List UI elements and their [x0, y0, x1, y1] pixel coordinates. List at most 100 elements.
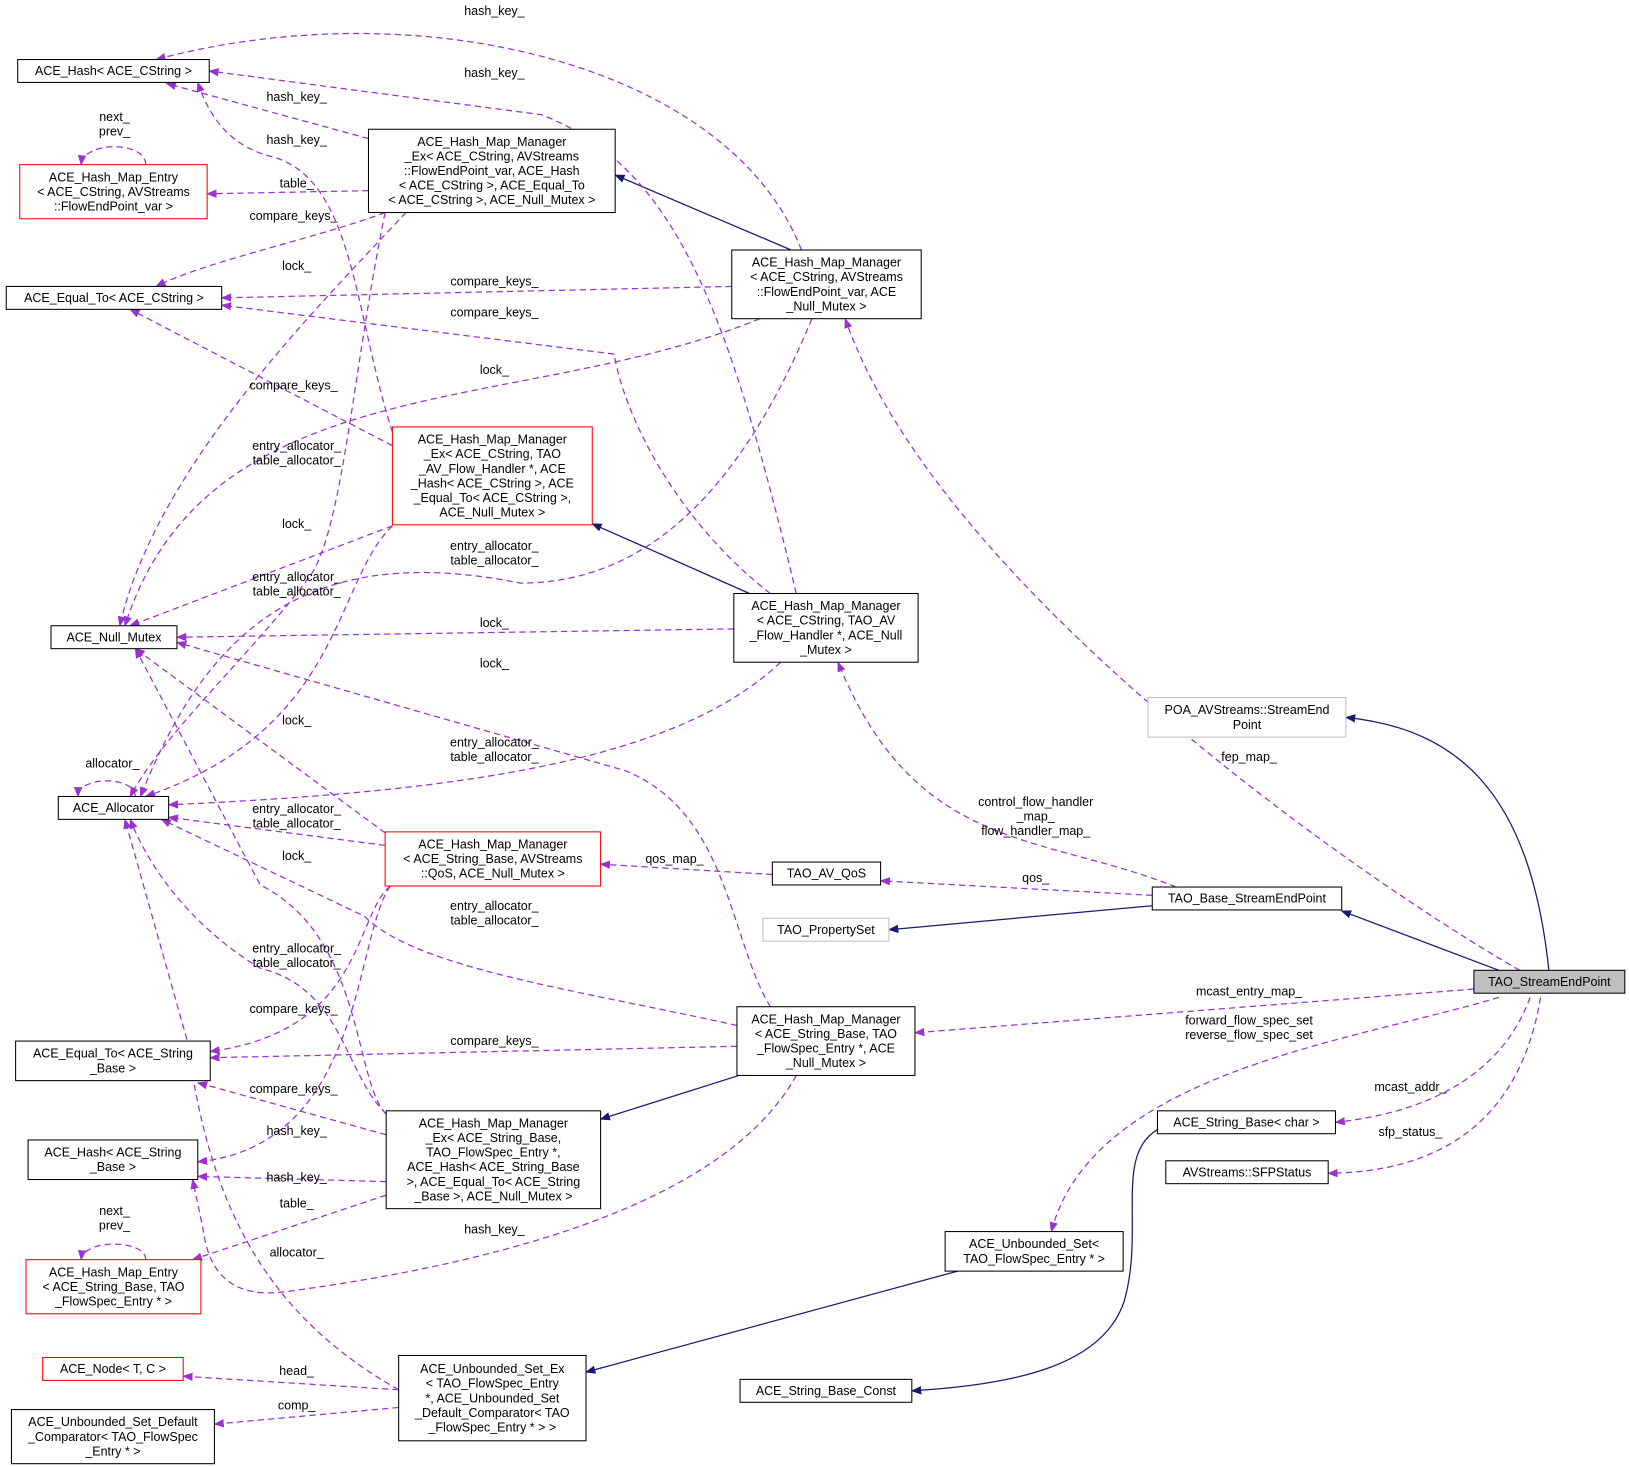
class-name-line: _Entry * >	[84, 1444, 140, 1458]
class-box	[391, 426, 593, 526]
class-box	[1165, 1160, 1329, 1185]
class-name-line: < ACE_CString >, ACE_Equal_To	[399, 179, 585, 193]
class-name-line: ACE_Unbounded_Set_Ex	[420, 1362, 565, 1376]
edge-label: hash_key_	[266, 1124, 327, 1138]
class-node-hmm_fep[interactable]: ACE_Hash_Map_Manager< ACE_CString, AVStr…	[731, 249, 922, 320]
class-name-line: ACE_String_Base_Const	[756, 1384, 897, 1398]
usage-edge-hmmex_fs-to-entry_sb	[191, 1194, 387, 1261]
class-name-line: < ACE_CString, TAO_AV	[757, 614, 896, 628]
edge-label: table_	[280, 1197, 315, 1211]
class-node-sb_char[interactable]: ACE_String_Base< char >	[1156, 1110, 1336, 1135]
class-node-entry_cstr[interactable]: ACE_Hash_Map_Entry< ACE_CString, AVStrea…	[19, 164, 208, 220]
edge-label: entry_allocator_	[252, 802, 342, 816]
class-node-node[interactable]: ACE_Node< T, C >	[42, 1356, 184, 1381]
usage-edge-hmm_fh-to-hash_cstr	[208, 68, 797, 594]
class-node-hash_sb[interactable]: ACE_Hash< ACE_String_Base >	[27, 1139, 199, 1181]
edge-label: lock_	[282, 714, 312, 728]
usage-edge-hmmex_fh-to-alloc	[144, 525, 393, 798]
class-name-line: ACE_Hash_Map_Manager	[417, 135, 566, 149]
class-name-line: < ACE_String_Base, TAO	[755, 1027, 897, 1041]
class-node-qos[interactable]: TAO_AV_QoS	[771, 861, 882, 886]
class-name-line: ACE_Equal_To< ACE_String	[33, 1047, 193, 1061]
edge-label: sfp_status_	[1378, 1125, 1443, 1139]
edge-label: hash_key_	[464, 4, 525, 18]
class-node-null[interactable]: ACE_Null_Mutex	[50, 625, 178, 650]
class-name-line: *, ACE_Unbounded_Set	[425, 1391, 559, 1405]
class-node-base[interactable]: TAO_Base_StreamEndPoint	[1151, 886, 1343, 911]
inheritance-edge-hmm_fep-to-hmmex_fep	[614, 174, 792, 251]
class-box	[27, 1139, 199, 1181]
edge-label: table_allocator_	[450, 914, 539, 928]
usage-edge-hmmex_fs-to-hash_sb	[196, 1172, 387, 1183]
edge-label: hash_key_	[266, 90, 327, 104]
class-name-line: < ACE_CString, AVStreams	[37, 185, 190, 199]
class-name-line: < ACE_String_Base, TAO	[42, 1280, 184, 1294]
edge-label: entry_allocator_	[450, 899, 540, 913]
class-node-sbc[interactable]: ACE_String_Base_Const	[739, 1378, 913, 1403]
class-name-line: _Base >	[89, 1160, 136, 1174]
class-node-alloc[interactable]: ACE_Allocator	[57, 795, 170, 820]
usage-edge-uset_ex-to-alloc	[123, 818, 399, 1391]
edge-label: reverse_flow_spec_set	[1185, 1028, 1313, 1042]
class-name-line: _Ex< ACE_CString, AVStreams	[404, 149, 579, 163]
class-name-line: _Base >, ACE_Null_Mutex >	[413, 1189, 572, 1203]
class-name-line: _Equal_To< ACE_CString >,	[413, 491, 572, 505]
class-node-prop[interactable]: TAO_PropertySet	[762, 917, 890, 942]
class-name-line: ACE_Hash_Map_Manager	[419, 1116, 568, 1130]
class-name-line: Point	[1233, 718, 1262, 732]
usage-edge-sep-to-uset	[1049, 996, 1500, 1233]
usage-edge-hmm_fep-to-alloc	[139, 318, 813, 798]
class-node-cmp[interactable]: ACE_Unbounded_Set_Default_Comparator< TA…	[10, 1409, 215, 1465]
class-node-eq_sb[interactable]: ACE_Equal_To< ACE_String_Base >	[15, 1040, 211, 1082]
class-node-hmmex_fs[interactable]: ACE_Hash_Map_Manager_Ex< ACE_String_Base…	[385, 1110, 602, 1210]
class-node-entry_sb[interactable]: ACE_Hash_Map_Entry< ACE_String_Base, TAO…	[25, 1259, 202, 1315]
class-box	[771, 861, 882, 886]
class-node-sep[interactable]: TAO_StreamEndPoint	[1473, 969, 1626, 994]
class-name-line: ACE_Hash< ACE_String_Base	[407, 1160, 580, 1174]
class-node-eq_cstr[interactable]: ACE_Equal_To< ACE_CString >	[5, 285, 223, 310]
class-name-line: ACE_Hash< ACE_String	[44, 1146, 181, 1160]
inheritance-edge-base-to-prop	[887, 905, 1153, 934]
usage-edge-hmm_fep-to-eq_cstr	[220, 285, 732, 302]
class-name-line: _FlowSpec_Entry * > >	[427, 1420, 556, 1434]
edge-label: lock_	[282, 849, 312, 863]
class-node-uset_ex[interactable]: ACE_Unbounded_Set_Ex< TAO_FlowSpec_Entry…	[398, 1354, 587, 1442]
class-node-hmmex_fh[interactable]: ACE_Hash_Map_Manager_Ex< ACE_CString, TA…	[391, 426, 593, 526]
class-name-line: _Base >	[89, 1061, 136, 1075]
usage-edge-hmmex_fep-to-eq_cstr	[155, 211, 386, 287]
class-node-poa[interactable]: POA_AVStreams::StreamEndPoint	[1147, 697, 1347, 738]
usage-edge-hmm_fep-to-null	[123, 318, 761, 627]
class-name-line: ACE_Unbounded_Set_Default	[28, 1415, 198, 1429]
class-name-line: TAO_FlowSpec_Entry *,	[426, 1146, 560, 1160]
class-box	[944, 1231, 1124, 1272]
class-node-hmm_fs[interactable]: ACE_Hash_Map_Manager< ACE_String_Base, T…	[736, 1006, 916, 1076]
usage-edge-hmmex_fep-to-null	[117, 212, 407, 627]
usage-edge-hmm_fs-to-null	[175, 640, 771, 1008]
class-name-line: ACE_Null_Mutex	[66, 630, 162, 644]
class-name-line: ACE_Hash_Map_Entry	[49, 1265, 179, 1279]
class-name-line: TAO_FlowSpec_Entry * >	[963, 1252, 1105, 1266]
class-node-hmmex_fep[interactable]: ACE_Hash_Map_Manager_Ex< ACE_CString, AV…	[367, 128, 616, 214]
class-name-line: ACE_Hash_Map_Manager	[418, 433, 567, 447]
class-name-line: ACE_Hash_Map_Manager	[751, 599, 900, 613]
class-node-sfp[interactable]: AVStreams::SFPStatus	[1165, 1160, 1329, 1185]
class-name-line: ACE_Hash_Map_Entry	[49, 170, 179, 184]
edge-label: lock_	[480, 363, 510, 377]
class-name-line: _Hash< ACE_CString >, ACE	[410, 476, 574, 490]
class-node-uset[interactable]: ACE_Unbounded_Set<TAO_FlowSpec_Entry * >	[944, 1231, 1124, 1272]
class-box	[50, 625, 178, 650]
inheritance-edge-uset-to-uset_ex	[585, 1270, 958, 1374]
class-name-line: ACE_Hash_Map_Manager	[418, 838, 567, 852]
class-node-hmm_qos[interactable]: ACE_Hash_Map_Manager< ACE_String_Base, A…	[384, 831, 602, 887]
class-box	[733, 592, 919, 663]
class-name-line: _AV_Flow_Handler *, ACE	[418, 462, 566, 476]
class-name-line: ::FlowEndPoint_var, ACE_Hash	[404, 164, 580, 178]
usage-edge-hmmex_fep-to-alloc	[129, 212, 386, 798]
usage-edge-qos-to-hmm_qos	[599, 860, 773, 876]
edge-label: entry_allocator_	[252, 439, 342, 453]
class-node-hmm_fh[interactable]: ACE_Hash_Map_Manager< ACE_CString, TAO_A…	[733, 592, 919, 663]
class-box	[42, 1356, 184, 1381]
class-node-hash_cstr[interactable]: ACE_Hash< ACE_CString >	[17, 59, 210, 83]
usage-edge-uset_ex-to-node	[182, 1372, 399, 1391]
edges-layer	[73, 32, 1550, 1428]
